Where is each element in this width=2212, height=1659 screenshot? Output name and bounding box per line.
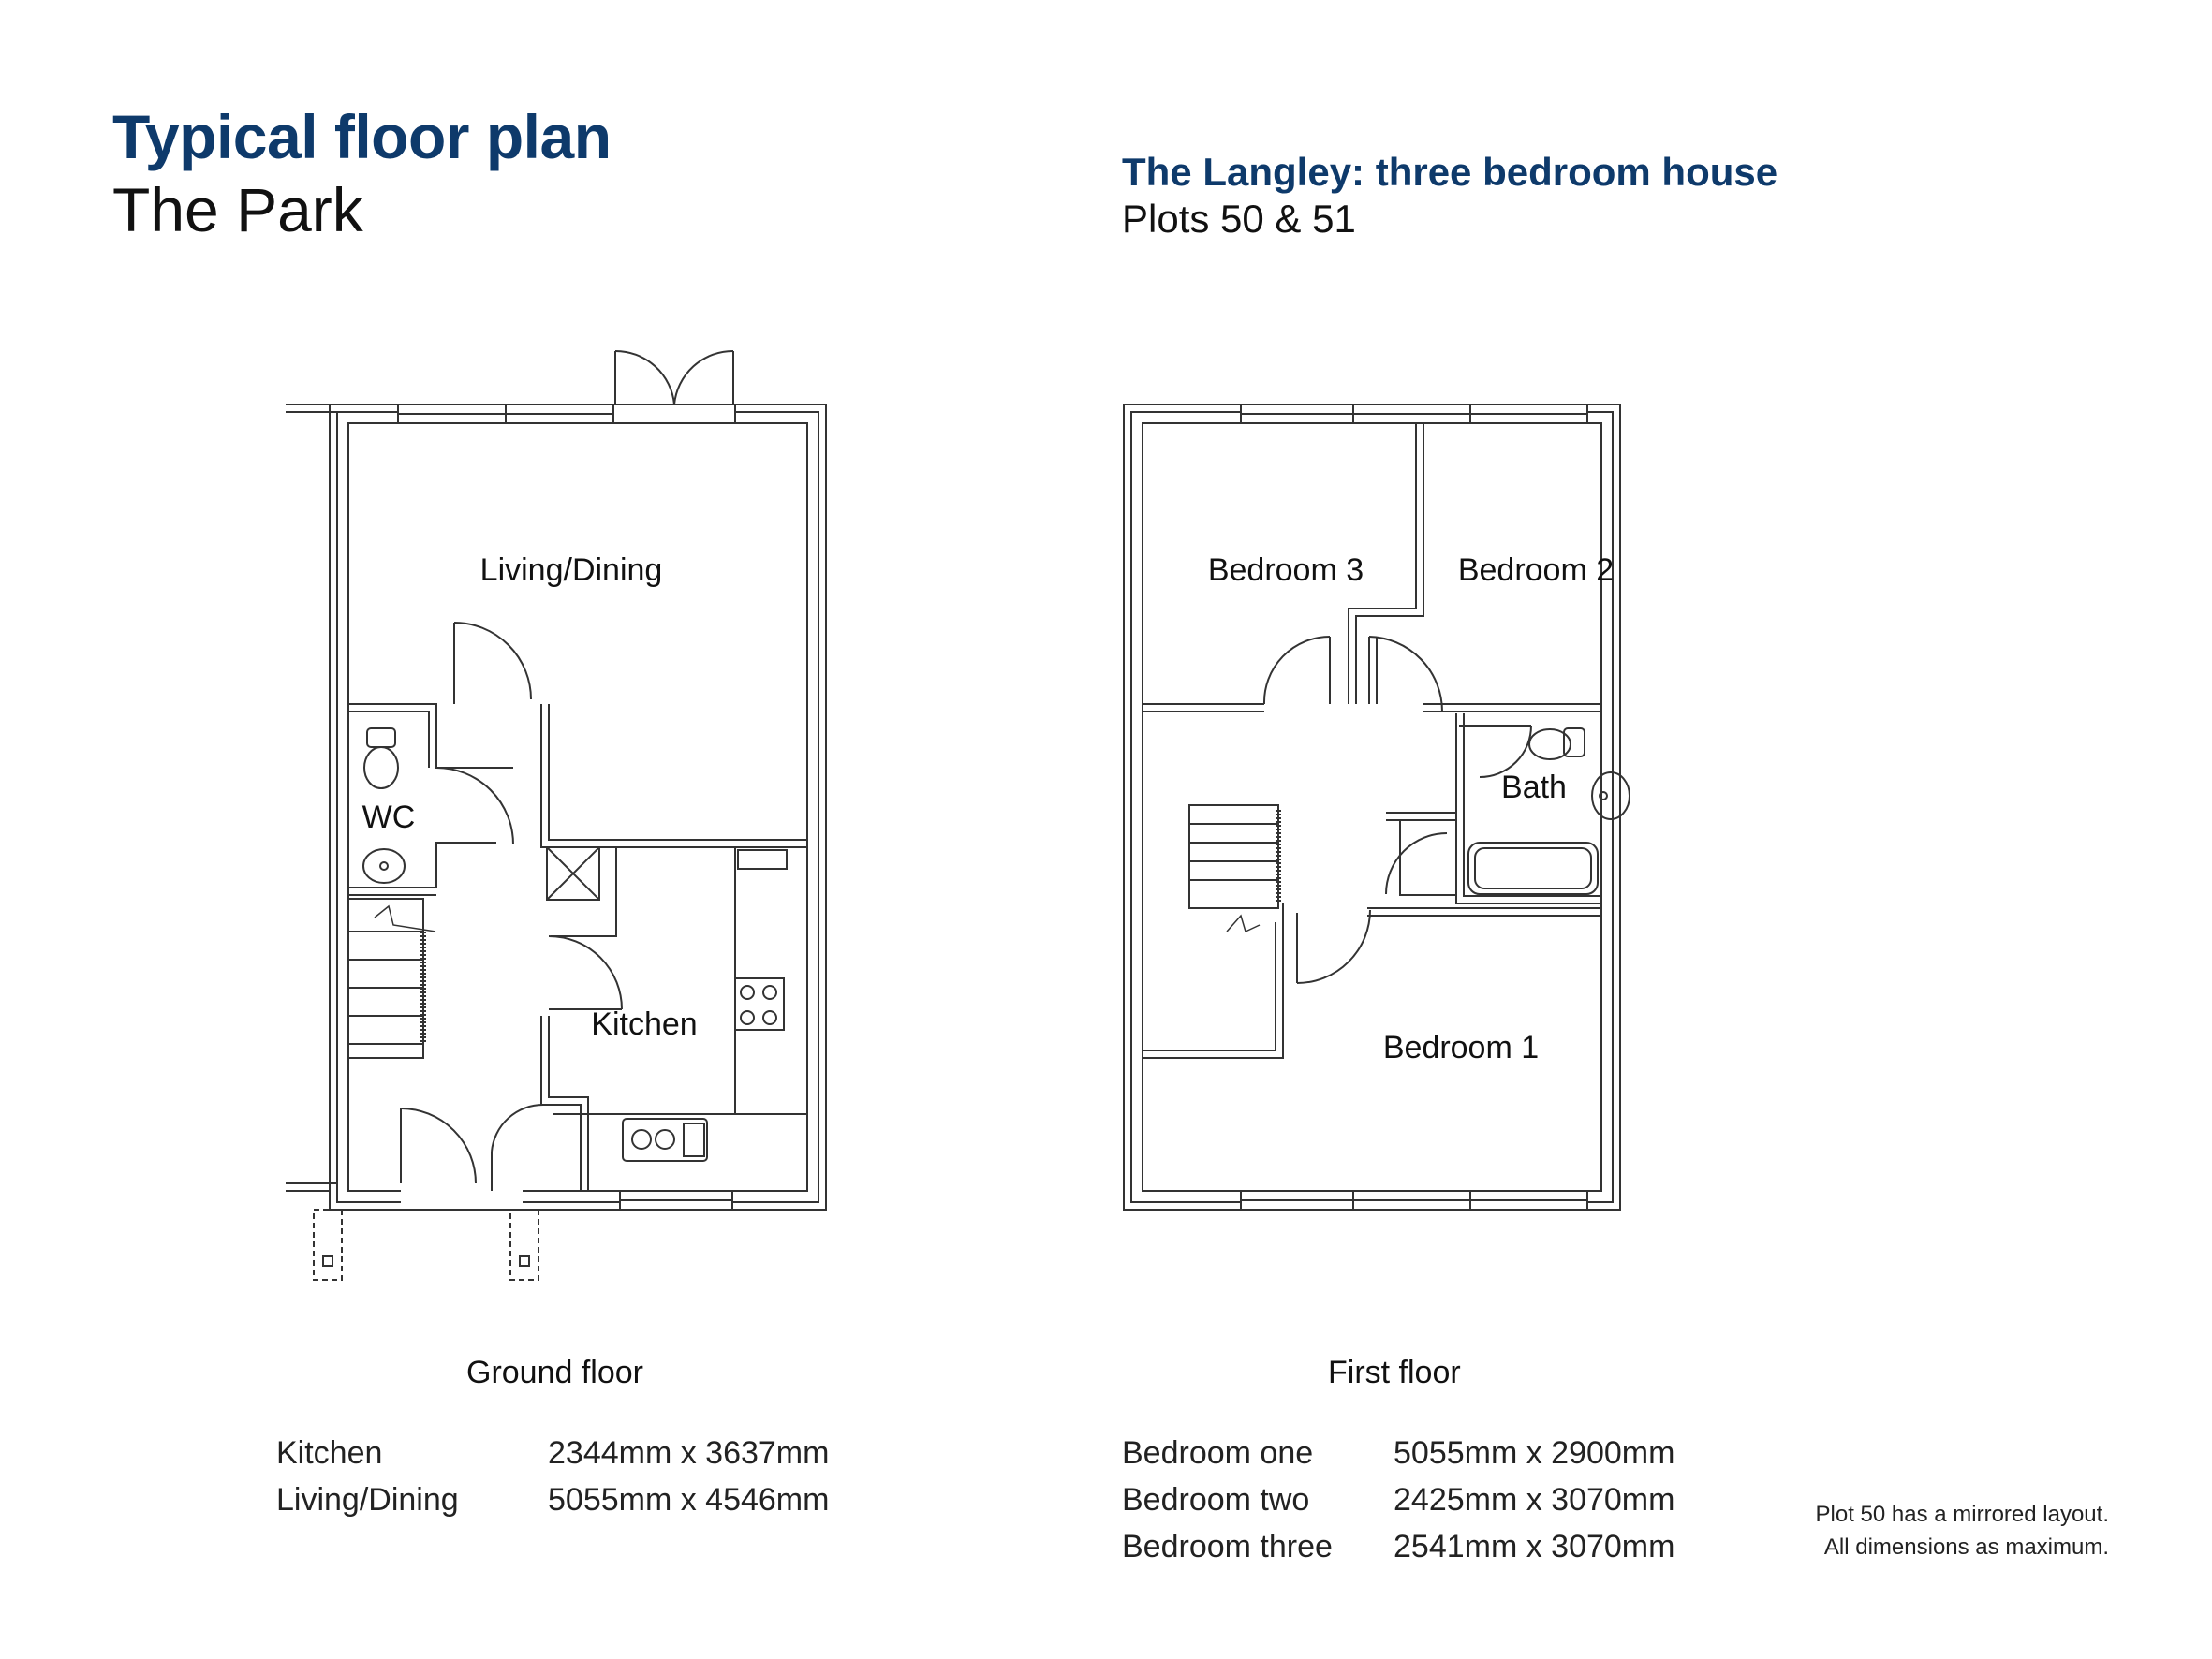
ground-floor-label: Ground floor bbox=[466, 1355, 643, 1390]
room-label-bath: Bath bbox=[1501, 770, 1567, 805]
first-floor-label: First floor bbox=[1328, 1355, 1461, 1390]
room-label-kitchen: Kitchen bbox=[591, 1006, 697, 1042]
dimension-row: Bedroom three 2541mm x 3070mm bbox=[1122, 1529, 1703, 1571]
dimension-room: Bedroom three bbox=[1122, 1529, 1333, 1564]
dimension-row: Living/Dining 5055mm x 4546mm bbox=[276, 1482, 857, 1524]
plots-label: Plots 50 & 51 bbox=[1122, 197, 1356, 241]
room-label-wc: WC bbox=[362, 800, 416, 835]
dimension-size: 5055mm x 4546mm bbox=[548, 1482, 830, 1518]
dimension-size: 2344mm x 3637mm bbox=[548, 1435, 830, 1471]
layout-note: Plot 50 has a mirrored layout. All dimen… bbox=[1816, 1498, 2110, 1564]
dimension-room: Kitchen bbox=[276, 1435, 383, 1471]
ground-floor-plan bbox=[286, 349, 827, 1281]
dimension-room: Bedroom two bbox=[1122, 1482, 1310, 1518]
room-label-bedroom1: Bedroom 1 bbox=[1383, 1030, 1539, 1065]
dimension-size: 2541mm x 3070mm bbox=[1394, 1529, 1675, 1564]
room-label-bedroom3: Bedroom 3 bbox=[1208, 552, 1364, 588]
house-type-title: The Langley: three bedroom house bbox=[1122, 150, 1778, 194]
dimension-room: Living/Dining bbox=[276, 1482, 459, 1518]
room-label-bedroom2: Bedroom 2 bbox=[1458, 552, 1614, 588]
dimension-size: 5055mm x 2900mm bbox=[1394, 1435, 1675, 1471]
first-floor-plan bbox=[1123, 404, 1630, 1211]
page-title: Typical floor plan bbox=[112, 102, 612, 171]
dimension-size: 2425mm x 3070mm bbox=[1394, 1482, 1675, 1518]
development-name: The Park bbox=[112, 175, 363, 244]
dimension-row: Kitchen 2344mm x 3637mm bbox=[276, 1435, 857, 1477]
dimension-row: Bedroom two 2425mm x 3070mm bbox=[1122, 1482, 1703, 1524]
dimension-row: Bedroom one 5055mm x 2900mm bbox=[1122, 1435, 1703, 1477]
room-label-living: Living/Dining bbox=[480, 552, 663, 588]
note-mirrored: Plot 50 has a mirrored layout. bbox=[1815, 1502, 2110, 1527]
note-dimensions: All dimensions as maximum. bbox=[1823, 1534, 2109, 1560]
dimension-room: Bedroom one bbox=[1122, 1435, 1314, 1471]
